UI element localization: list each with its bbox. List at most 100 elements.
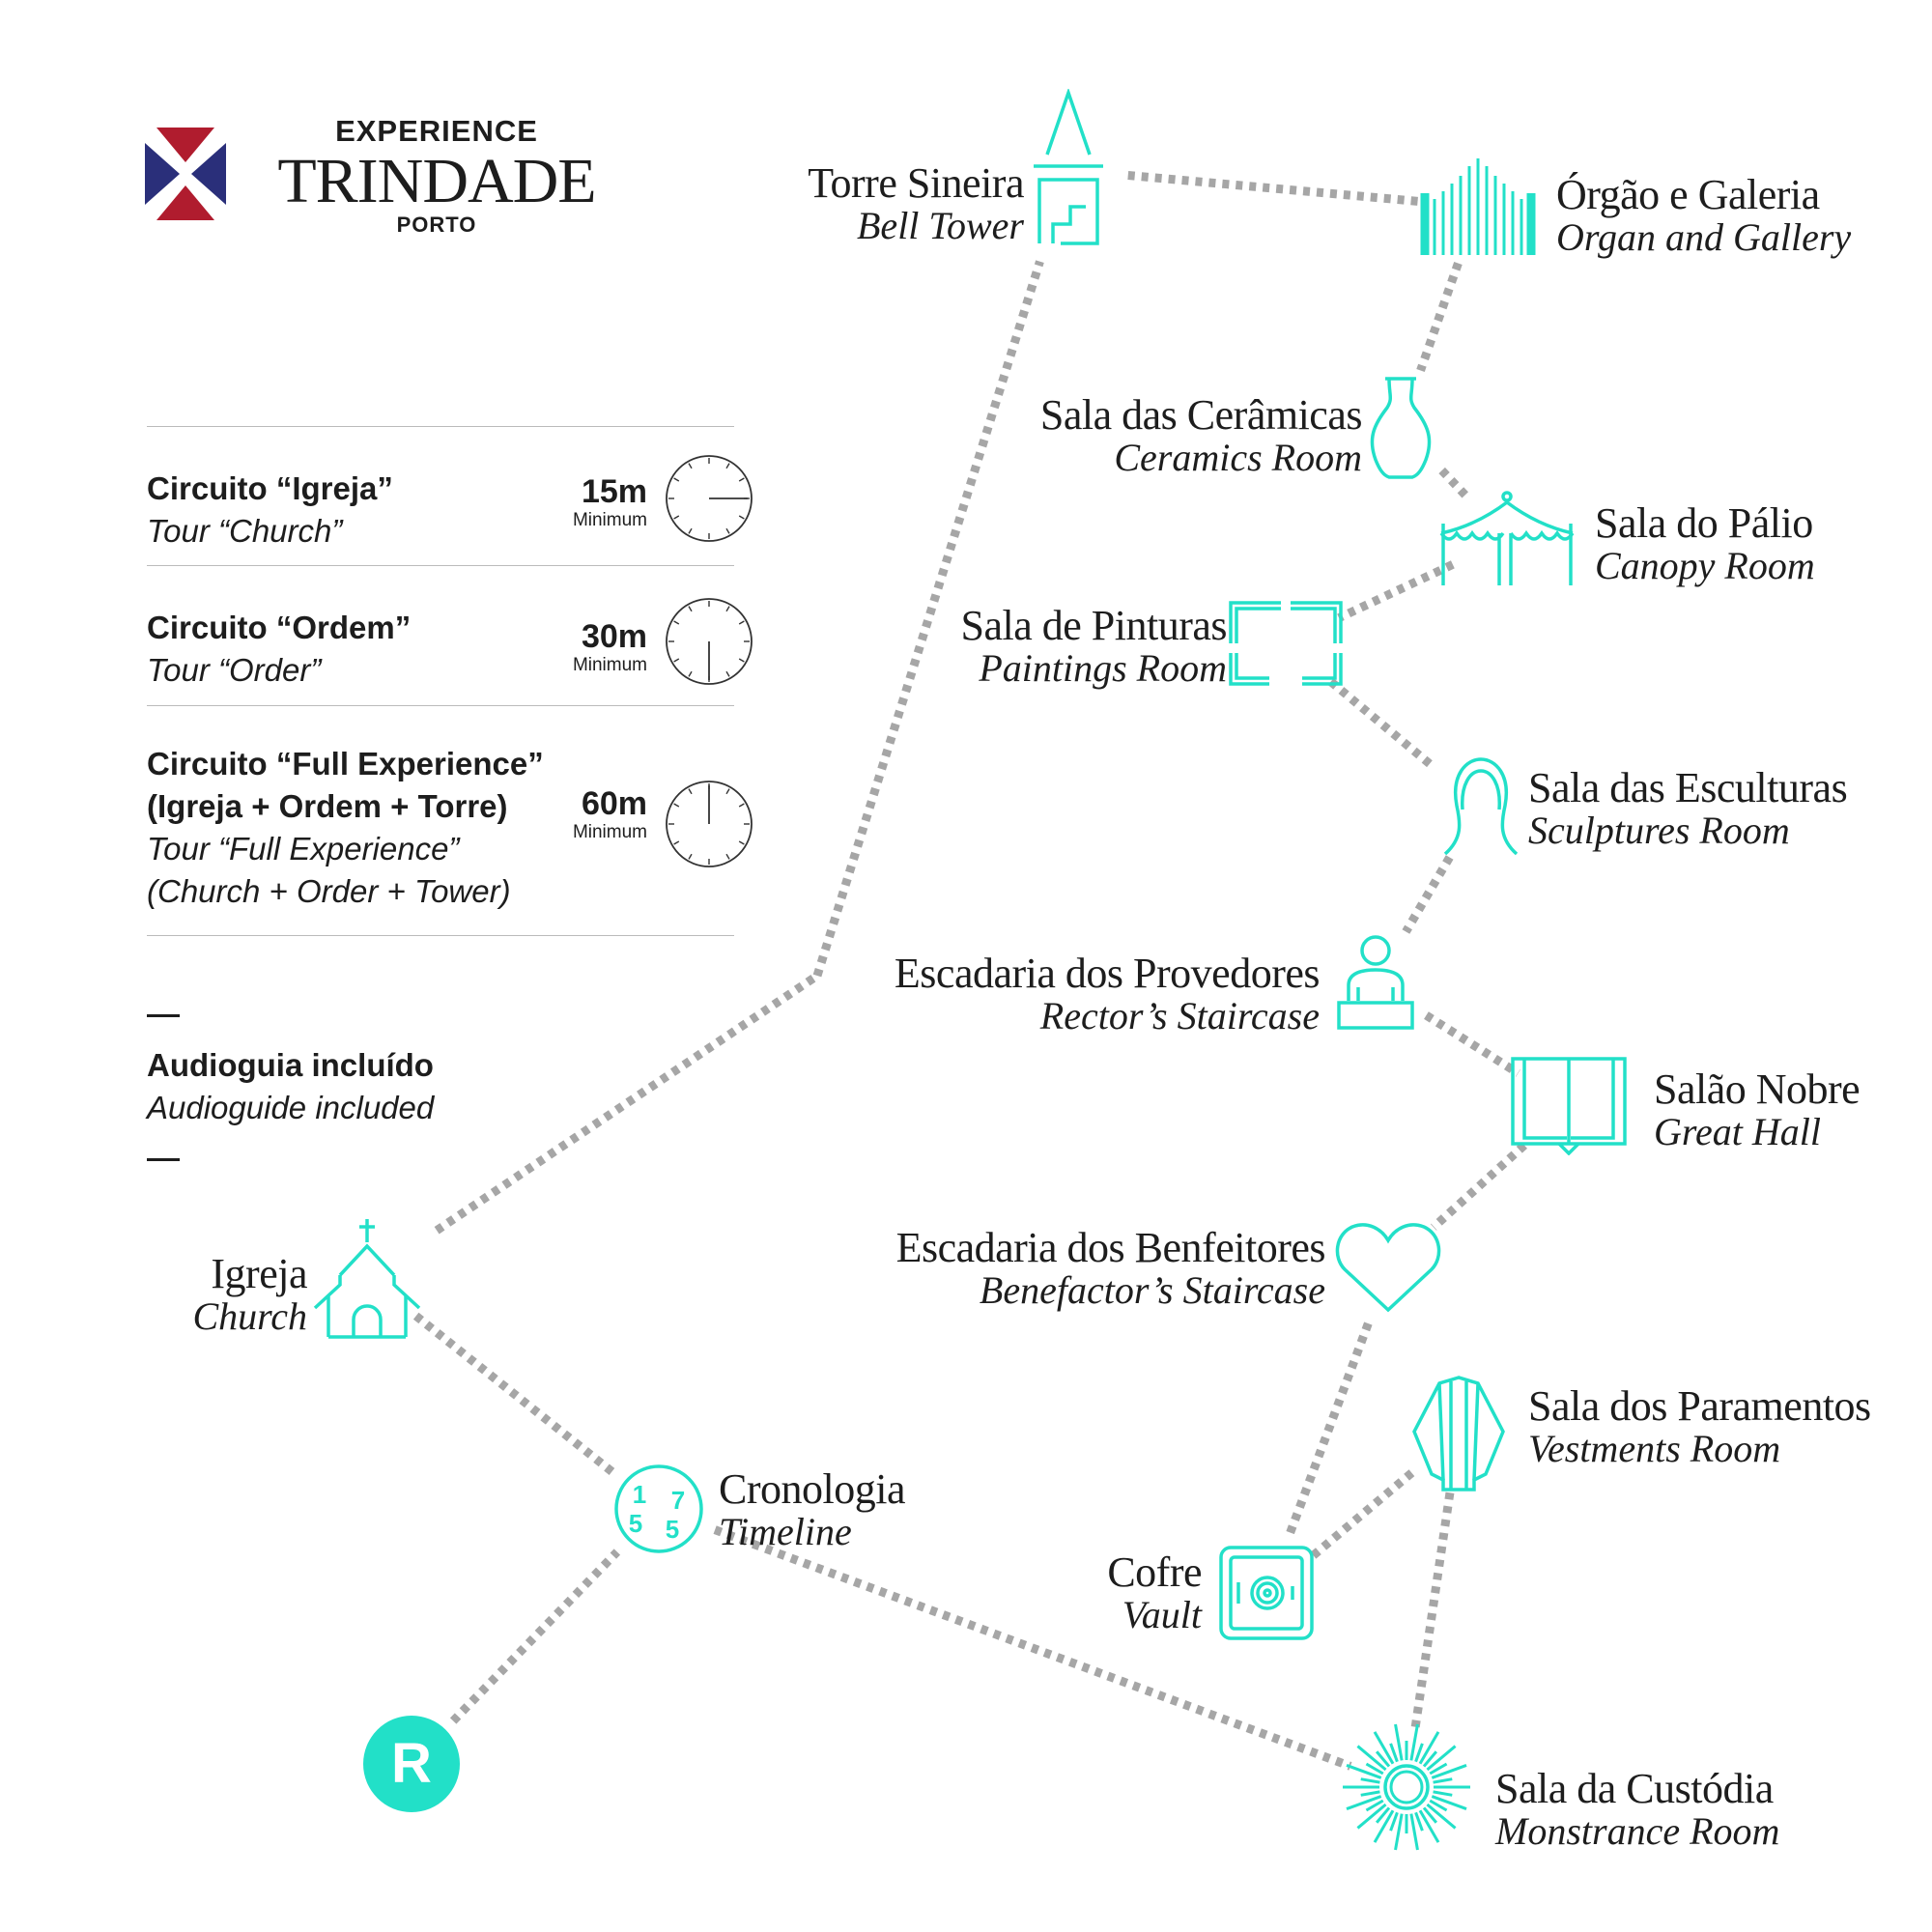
vestment-icon[interactable] [1410, 1374, 1507, 1493]
stop-pt: Salão Nobre [1654, 1065, 1861, 1113]
stop-en: Bell Tower [857, 204, 1024, 247]
tour-pt: Circuito “Igreja” [147, 470, 393, 506]
stop-en: Monstrance Room [1495, 1809, 1780, 1853]
ceramicas-label: Sala das Cerâmicas Ceramics Room [1039, 391, 1363, 477]
timeline-digit: 5 [666, 1515, 679, 1544]
sculpture-icon[interactable] [1441, 755, 1520, 856]
canopy-icon[interactable] [1437, 489, 1577, 587]
stop-pt: Escadaria dos Provedores [894, 950, 1321, 997]
duration-value: 15m [581, 473, 647, 510]
duration-minimum: Minimum [572, 510, 647, 530]
tour-en: Tour “Church” [147, 513, 343, 549]
duration-minimum: Minimum [572, 822, 647, 842]
igreja-label: Igreja Church [192, 1253, 307, 1336]
clock-icon [666, 781, 753, 867]
timeline-digit: 5 [629, 1509, 642, 1538]
stop-pt: Cofre [1107, 1548, 1202, 1596]
stop-en: Timeline [719, 1510, 852, 1553]
route-line [1416, 262, 1463, 372]
route-line [434, 972, 820, 1235]
tour-duration: 30m Minimum [573, 618, 647, 676]
esculturas-label: Sala das Esculturas Sculptures Room [1528, 764, 1848, 850]
tour-order: Circuito “Ordem” Tour “Order” 30m Minimu… [147, 598, 755, 692]
tour-en: Tour “Order” [147, 652, 322, 688]
stop-pt: Torre Sineira [808, 159, 1024, 207]
tour-divider [147, 565, 734, 566]
clock-icon [666, 455, 753, 542]
church-icon[interactable] [311, 1215, 423, 1341]
stop-en: Canopy Room [1595, 544, 1815, 587]
audioguide-note: Audioguia incluído Audioguide included [147, 1014, 434, 1161]
monstrance-icon[interactable] [1339, 1719, 1474, 1855]
stop-pt: Escadaria dos Benfeitores [895, 1224, 1326, 1271]
safe-icon[interactable] [1217, 1544, 1316, 1642]
custodia-label: Sala da Custódia Monstrance Room [1495, 1768, 1779, 1851]
route-line [812, 260, 1044, 978]
stop-pt: Sala do Pálio [1595, 499, 1813, 547]
timeline-digit: 7 [671, 1486, 685, 1515]
paramentos-label: Sala dos Paramentos Vestments Room [1528, 1385, 1871, 1468]
route-line [1410, 1492, 1455, 1729]
tour-divider [147, 705, 734, 706]
stop-en: Church [192, 1294, 307, 1338]
cronologia-label: Cronologia Timeline [719, 1468, 905, 1551]
stop-en: Organ and Gallery [1556, 215, 1852, 259]
timeline-digit: 1 [633, 1480, 646, 1509]
stop-pt: Sala da Custódia [1495, 1765, 1774, 1812]
stop-en: Benefactor’s Staircase [979, 1268, 1325, 1312]
stop-en: Paintings Room [979, 646, 1227, 690]
tour-pt: Circuito “Full Experience” [147, 746, 544, 781]
brand-experience: EXPERIENCE [335, 114, 538, 148]
salao-label: Salão Nobre Great Hall [1654, 1065, 1861, 1153]
clock-icon [666, 598, 753, 685]
stop-pt: Sala dos Paramentos [1528, 1382, 1871, 1430]
audioguide-pt: Audioguia incluído [147, 1047, 434, 1083]
route-line [1337, 560, 1455, 622]
tour-duration: 60m Minimum [573, 785, 647, 843]
duration-value: 30m [581, 618, 647, 655]
organ-icon[interactable] [1420, 156, 1536, 257]
route-line [1430, 1142, 1528, 1231]
stop-en: Rector’s Staircase [1039, 994, 1320, 1037]
tour-full: Circuito “Full Experience” (Igreja + Ord… [147, 743, 755, 913]
tour-pt: Circuito “Ordem” [147, 610, 412, 645]
tour-divider [147, 426, 734, 427]
book-icon[interactable] [1509, 1055, 1629, 1155]
vase-icon[interactable] [1366, 375, 1435, 481]
rector-icon[interactable] [1335, 933, 1416, 1032]
duration-value: 60m [581, 785, 647, 822]
brand-trindade: TRINDADE [277, 146, 596, 216]
tour-en-detail: (Church + Order + Tower) [147, 873, 511, 909]
bell-tower-icon[interactable] [1032, 89, 1105, 249]
tour-church: Circuito “Igreja” Tour “Church” 15m Mini… [147, 455, 755, 553]
divider-dash [147, 1158, 180, 1161]
audioguide-en: Audioguide included [147, 1090, 435, 1125]
stop-pt: Sala das Cerâmicas [1039, 391, 1363, 439]
stop-en: Vestments Room [1528, 1427, 1781, 1470]
timeline-1755-icon[interactable]: 1 7 5 5 [612, 1463, 705, 1555]
heart-icon[interactable] [1333, 1219, 1443, 1316]
provedores-label: Escadaria dos Provedores Rector’s Stairc… [894, 950, 1321, 1037]
torre-label: Torre Sineira Bell Tower [808, 162, 1024, 245]
tour-pt-detail: (Igreja + Ordem + Torre) [147, 788, 508, 824]
orgao-label: Órgão e Galeria Organ and Gallery [1556, 174, 1851, 257]
benfeitores-label: Escadaria dos Benfeitores Benefactor’s S… [895, 1224, 1326, 1312]
route-line [1284, 1321, 1373, 1540]
stop-pt: Cronologia [719, 1465, 905, 1513]
trinity-cross-logo-icon [145, 128, 226, 220]
reception-stop[interactable]: R [363, 1716, 460, 1812]
stop-pt: Sala das Esculturas [1528, 764, 1848, 811]
route-line [713, 1525, 1352, 1771]
cofre-label: Cofre Vault [1107, 1551, 1202, 1634]
stop-en: Great Hall [1654, 1110, 1821, 1153]
stop-pt: Igreja [211, 1250, 307, 1297]
route-line [1327, 678, 1437, 771]
route-line [1127, 171, 1419, 206]
stop-pt: Sala de Pinturas [960, 602, 1227, 649]
route-line [1424, 1011, 1520, 1077]
frame-icon[interactable] [1227, 599, 1345, 688]
tour-duration: 15m Minimum [573, 473, 647, 531]
route-line [1310, 1468, 1416, 1559]
route-line [1438, 467, 1469, 499]
